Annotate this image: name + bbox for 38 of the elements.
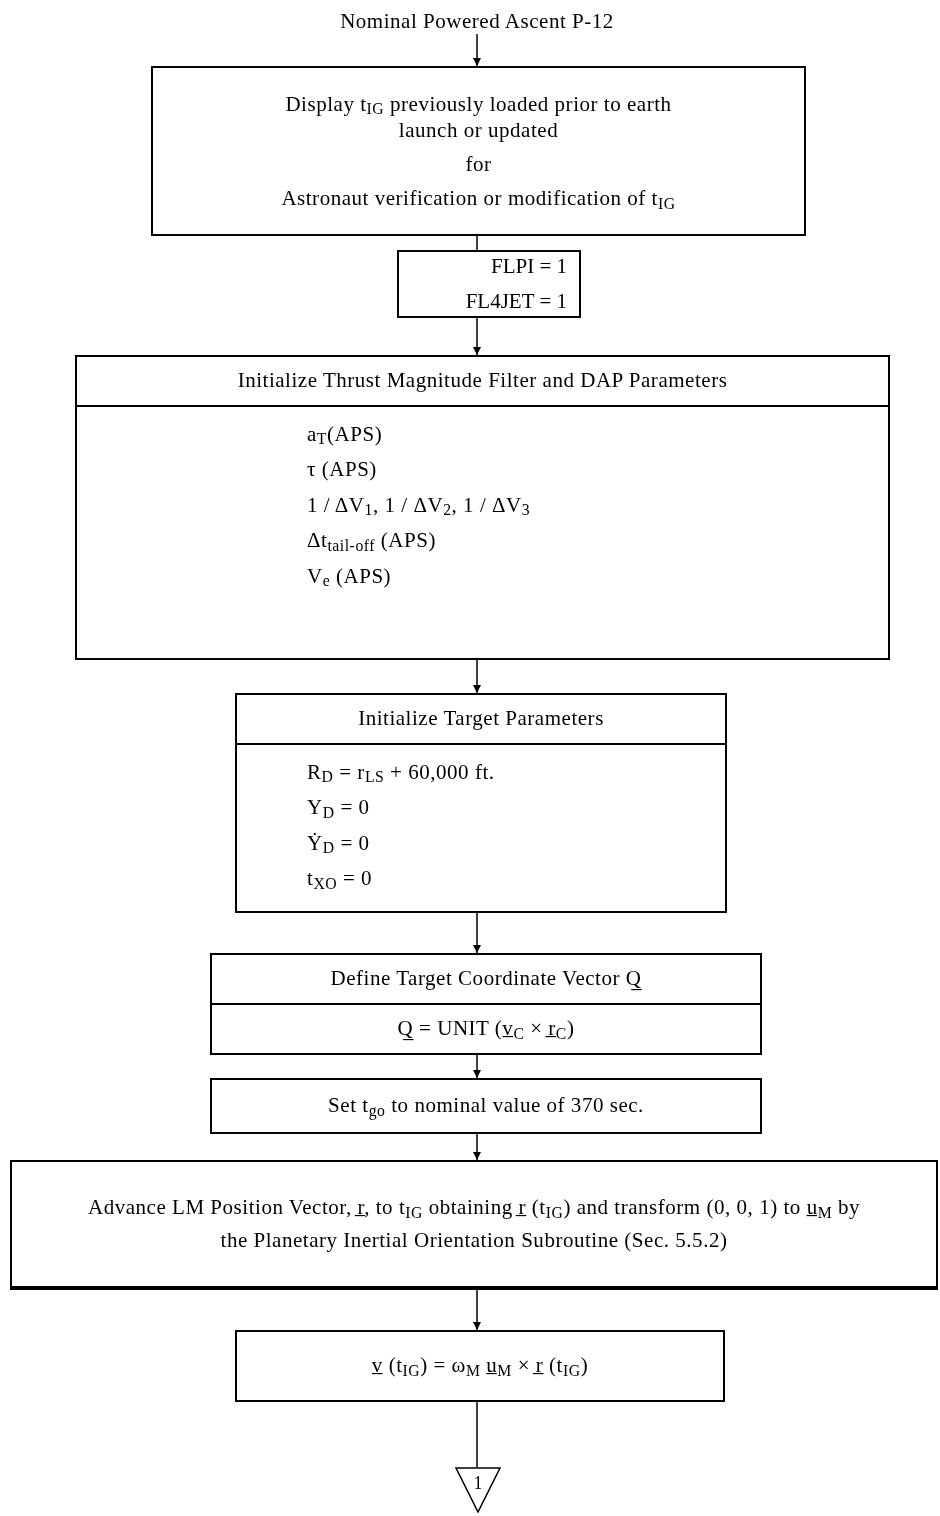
off-page-connector: 1	[455, 1467, 501, 1513]
flag-setting: FLPI = 1	[490, 252, 567, 280]
equation: τ (APS)	[307, 456, 378, 483]
box-text: Astronaut verification or modification of t$_{IG}$	[281, 185, 676, 212]
arrow	[473, 912, 481, 954]
arrow	[473, 1133, 481, 1161]
start-label: Nominal Powered Ascent P-12	[250, 6, 704, 34]
flag-setting: FL4JET = 1	[465, 288, 567, 315]
process-box	[235, 693, 727, 913]
equation: V$_{e}$ (APS)	[307, 562, 393, 592]
box-text: for	[465, 151, 492, 178]
equation: t$_{XO}$ = 0	[307, 865, 374, 894]
process-box	[210, 953, 762, 1055]
box-text: Display t$_{IG}$ previously loaded prior to earth launch or updated	[284, 90, 673, 143]
equation: a$_{T}$(APS)	[307, 420, 384, 450]
process-box	[210, 1078, 762, 1134]
equation: 1 / ΔV$_{1}$, 1 / ΔV$_{2}$, 1 / ΔV$_{3}$	[307, 491, 532, 521]
box-text: Set t$_{go}$ to nominal value of 370 sec.	[328, 1092, 644, 1122]
arrow	[473, 33, 481, 67]
equation: Ẏ$_{D}$ = 0	[307, 829, 371, 859]
equation: Q̲ = UNIT (v̲$_{C}$ × r̲$_{C}$)	[397, 1015, 575, 1044]
arrow	[473, 1289, 481, 1331]
process-box	[75, 355, 890, 660]
process-box	[397, 250, 581, 318]
process-box	[151, 66, 806, 236]
equation: Δt$_{tail-off}$ (APS)	[307, 527, 437, 556]
box-heading: Define Target Coordinate Vector Q̲	[329, 965, 643, 992]
box-text: Advance LM Position Vector, r̲, to t$_{IG}$ obtaining r̲ (t$_{IG}$) and transform (0, 0, 1) to u̲$_{M}$ by the Planetary Inertial Orientation Subroutine (Sec. 5.5.2)	[86, 1194, 861, 1254]
box-text: v̲ (t$_{IG}$) = ω$_{M}$ u̲$_{M}$ × r̲ (t$_{IG}$)	[371, 1352, 589, 1382]
arrow	[473, 317, 481, 356]
equation: Y$_{D}$ = 0	[307, 794, 371, 823]
box-heading: Initialize Thrust Magnitude Filter and DAP Parameters	[236, 367, 729, 394]
arrow	[473, 659, 481, 694]
process-box	[235, 1330, 725, 1402]
arrow	[473, 1054, 481, 1079]
process-box	[10, 1160, 938, 1290]
equation: R$_{D}$ = r$_{LS}$ + 60,000 ft.	[307, 758, 496, 788]
box-heading: Initialize Target Parameters	[357, 705, 605, 732]
